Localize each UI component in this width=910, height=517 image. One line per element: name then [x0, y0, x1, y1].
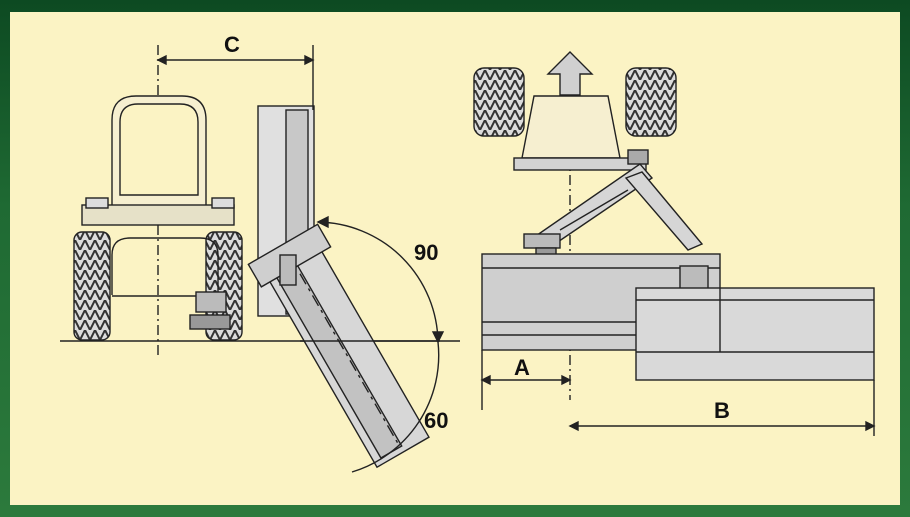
direction-arrow-icon	[546, 51, 594, 96]
label-angle-90: 90	[414, 240, 438, 265]
hitch-bar	[513, 157, 647, 171]
hitch-frame	[111, 237, 219, 295]
tire-right	[205, 231, 243, 341]
tire-rear-right	[625, 67, 677, 137]
label-b: B	[714, 398, 730, 423]
front-view	[60, 45, 460, 473]
arm-bracket-left	[523, 233, 561, 249]
tire-rear-left	[473, 67, 525, 137]
hitch-base	[189, 314, 231, 330]
label-a: A	[514, 355, 530, 380]
hydraulic-cylinder	[559, 189, 629, 231]
cab-window	[119, 103, 199, 196]
tractor-body	[81, 204, 235, 226]
dimension-c-arrows	[156, 54, 315, 66]
mirror-left	[85, 197, 109, 209]
top-view	[473, 51, 876, 436]
angle-arc-arrow-mid	[431, 331, 445, 344]
hitch-bracket	[195, 291, 227, 313]
dimension-a-arrows	[480, 374, 572, 386]
hitch-joint	[627, 149, 649, 165]
label-angle-60: 60	[424, 408, 448, 433]
label-c: C	[224, 32, 240, 57]
tire-left	[73, 231, 111, 341]
arm-pivot	[279, 254, 297, 286]
tractor-rear-body	[521, 95, 621, 159]
arm-lower	[624, 171, 704, 251]
mirror-right	[211, 197, 235, 209]
dimension-b-arrows	[568, 420, 876, 432]
angle-arc-arrow-top	[316, 215, 329, 229]
mower-housing-extended	[635, 287, 875, 381]
